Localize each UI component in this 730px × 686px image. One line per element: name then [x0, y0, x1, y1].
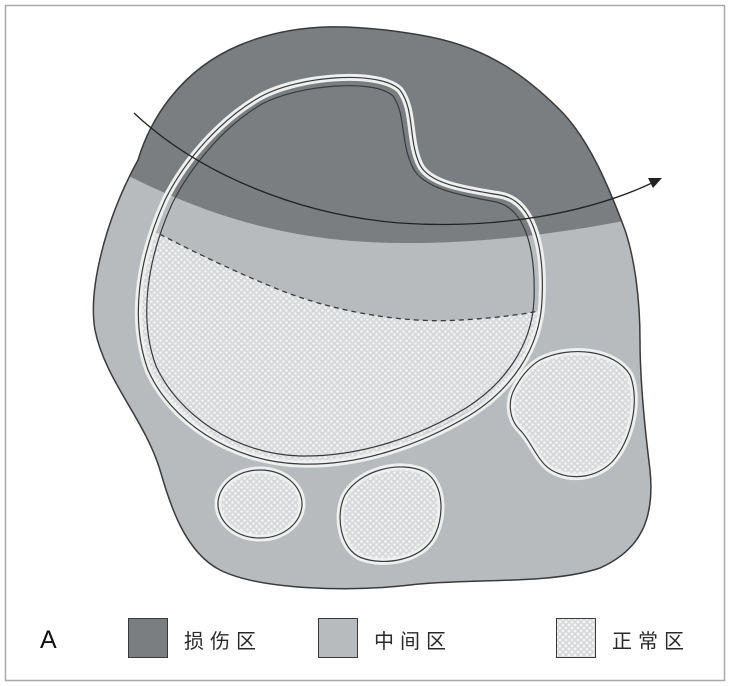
legend-label-normal: 正常区: [612, 625, 690, 654]
panel-label: A: [40, 626, 57, 655]
legend-swatch-normal: [556, 618, 596, 658]
normal-island-middle: [340, 467, 441, 561]
normal-island-left: [218, 470, 302, 538]
legend-label-damaged: 损伤区: [184, 625, 262, 654]
legend-label-intermediate: 中间区: [374, 625, 452, 654]
arrow-head-icon: [648, 178, 662, 188]
legend-swatch-damaged: [128, 618, 168, 658]
legend-swatch-intermediate: [318, 618, 358, 658]
